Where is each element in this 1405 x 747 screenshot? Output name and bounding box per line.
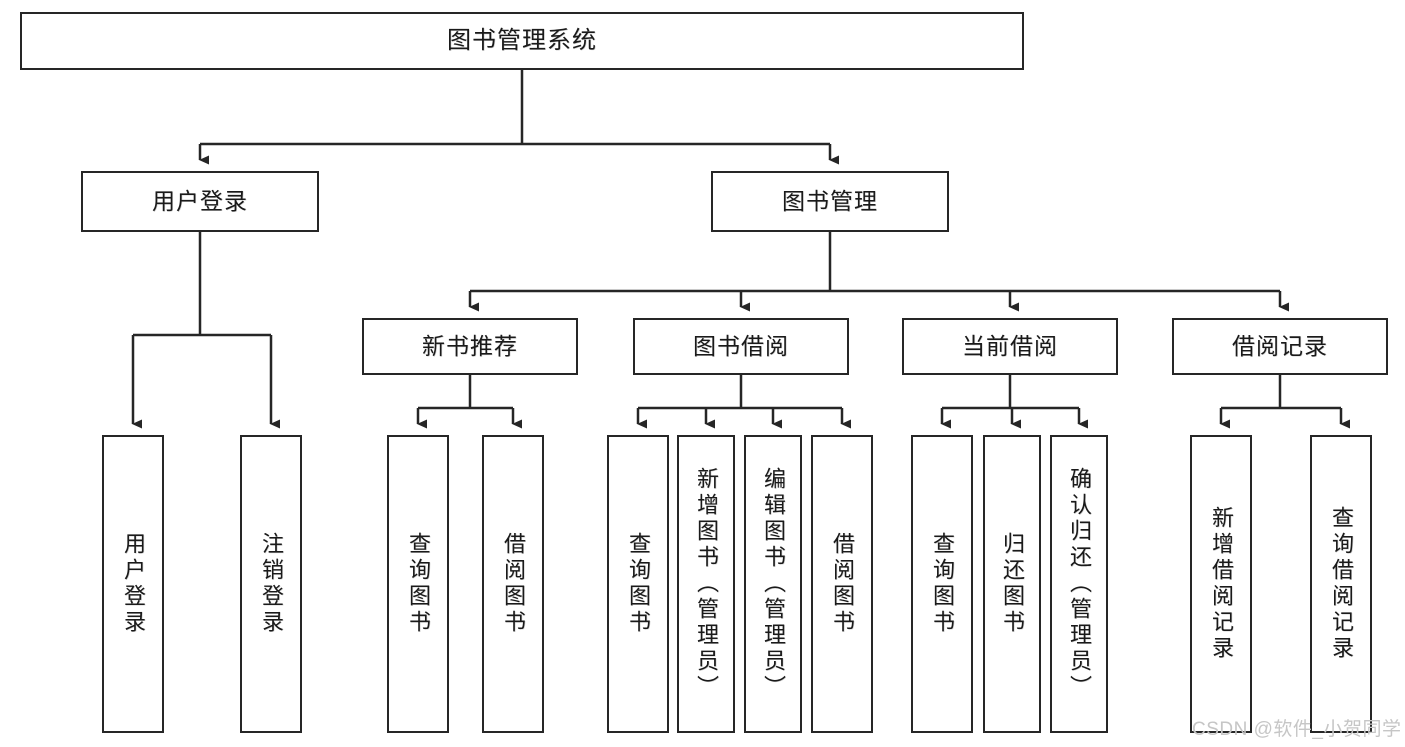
node-leaf-query-book-2[interactable]: 查询图书	[607, 435, 669, 733]
node-leaf-user-logout[interactable]: 注销登录	[240, 435, 302, 733]
node-label: 借阅图书	[830, 532, 855, 636]
node-leaf-add-record[interactable]: 新增借阅记录	[1190, 435, 1252, 733]
node-label: 当前借阅	[962, 332, 1058, 359]
node-book-manage[interactable]: 图书管理	[711, 171, 949, 232]
edge-bus-borrow-records	[1221, 375, 1341, 410]
node-label: 查询图书	[930, 532, 955, 636]
node-root[interactable]: 图书管理系统	[20, 12, 1024, 70]
node-label: 图书借阅	[693, 332, 789, 359]
node-label: 编辑图书（管理员）	[761, 467, 786, 701]
node-label: 借阅图书	[501, 532, 526, 636]
node-borrow-records[interactable]: 借阅记录	[1172, 318, 1388, 375]
node-label: 查询图书	[626, 532, 651, 636]
edge-bus-root	[200, 70, 830, 146]
node-leaf-query-record[interactable]: 查询借阅记录	[1310, 435, 1372, 733]
node-current-borrow[interactable]: 当前借阅	[902, 318, 1118, 375]
node-label: 确认归还（管理员）	[1067, 467, 1092, 701]
node-leaf-user-login[interactable]: 用户登录	[102, 435, 164, 733]
node-leaf-borrow-book-2[interactable]: 借阅图书	[811, 435, 873, 733]
node-label: 查询图书	[406, 532, 431, 636]
node-leaf-query-book-1[interactable]: 查询图书	[387, 435, 449, 733]
edge-bus-book-borrow	[638, 375, 842, 410]
node-label: 图书管理系统	[447, 26, 597, 54]
node-label: 用户登录	[121, 532, 146, 636]
node-label: 图书管理	[782, 187, 878, 214]
node-book-borrow[interactable]: 图书借阅	[633, 318, 849, 375]
node-label: 用户登录	[152, 187, 248, 214]
node-label: 新书推荐	[422, 332, 518, 359]
edge-bus-new-book-recommend	[418, 375, 513, 410]
node-leaf-borrow-book-1[interactable]: 借阅图书	[482, 435, 544, 733]
node-leaf-return-book[interactable]: 归还图书	[983, 435, 1041, 733]
edge-bus-user-login	[133, 232, 271, 337]
node-label: 归还图书	[1000, 532, 1025, 636]
edge-bus-book-manage	[470, 232, 1280, 293]
edge-bus-current-borrow	[942, 375, 1079, 410]
node-leaf-confirm-return[interactable]: 确认归还（管理员）	[1050, 435, 1108, 733]
node-new-book-recommend[interactable]: 新书推荐	[362, 318, 578, 375]
node-label: 新增借阅记录	[1209, 506, 1234, 662]
node-label: 新增图书（管理员）	[694, 467, 719, 701]
node-leaf-add-book[interactable]: 新增图书（管理员）	[677, 435, 735, 733]
node-label: 查询借阅记录	[1329, 506, 1354, 662]
node-user-login[interactable]: 用户登录	[81, 171, 319, 232]
node-label: 注销登录	[259, 532, 284, 636]
node-leaf-edit-book[interactable]: 编辑图书（管理员）	[744, 435, 802, 733]
node-label: 借阅记录	[1232, 332, 1328, 359]
node-leaf-query-book-3[interactable]: 查询图书	[911, 435, 973, 733]
